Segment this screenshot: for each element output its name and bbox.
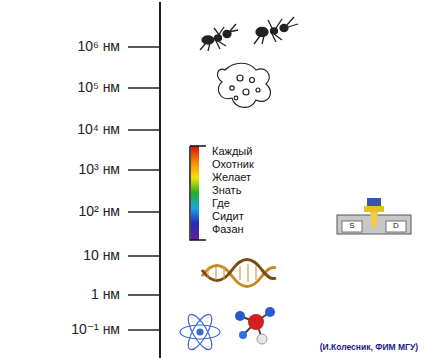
scale-value: 10⁶ нм <box>77 39 120 54</box>
terminal-letter: S <box>349 222 354 231</box>
mnemonic-word: Охотник <box>212 158 254 170</box>
scale-value: 10² нм <box>79 204 120 219</box>
terminal-letter: D <box>393 222 399 231</box>
scale-value: 10⁵ нм <box>77 80 120 95</box>
mnemonic-word: Где <box>212 197 230 209</box>
scale-value: 10³ нм <box>79 162 120 177</box>
atom <box>180 311 220 353</box>
ants <box>200 17 298 51</box>
ticks <box>128 47 160 330</box>
mnemonic-word: Сидит <box>212 210 244 222</box>
mnemonic-word: Желает <box>212 171 251 183</box>
mnemonic-word: Фазан <box>212 223 244 235</box>
credit-note: (И.Колесник, ФИМ МГУ) <box>320 343 418 352</box>
molecule <box>235 307 275 344</box>
scale-value: 1 нм <box>91 287 120 302</box>
dna-helix <box>202 260 276 287</box>
cell <box>218 63 271 107</box>
mnemonic-word: Знать <box>212 184 241 196</box>
scale-value: 10⁻¹ нм <box>71 322 120 337</box>
bracket <box>190 146 206 240</box>
mnemonic-word: Каждый <box>212 145 252 157</box>
axis <box>159 2 161 358</box>
visible-spectrum <box>191 146 199 240</box>
scale-value: 10⁴ нм <box>77 122 120 137</box>
scale-value: 10 нм <box>83 248 120 263</box>
transistor <box>337 198 411 234</box>
